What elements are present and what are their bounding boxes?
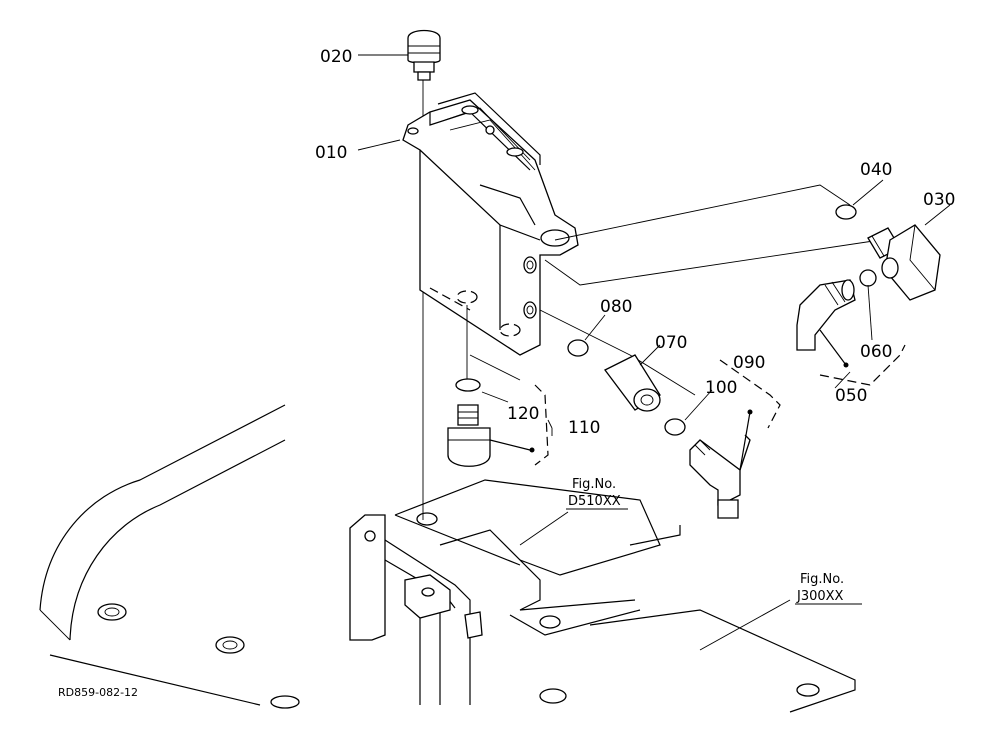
- leader-lines: [357, 54, 951, 651]
- figure-ref-d510: Fig.No. D510XX: [566, 477, 628, 510]
- figure-ref-label: Fig.No.: [572, 477, 616, 492]
- callout-040: 040: [860, 160, 892, 180]
- connection-lines: [466, 184, 881, 396]
- callout-100: 100: [705, 378, 737, 398]
- bracket-posts: [349, 514, 483, 705]
- callout-070: 070: [655, 333, 687, 353]
- callout-090: 090: [733, 353, 765, 373]
- callout-050: 050: [835, 386, 867, 406]
- valve-body: [402, 92, 579, 356]
- callout-030: 030: [923, 190, 955, 210]
- elbow-assembly: [796, 279, 906, 386]
- figure-ref-j300: Fig.No. J300XX: [795, 572, 862, 605]
- figure-ref-code: J300XX: [796, 589, 844, 604]
- elbow-fitting: [689, 359, 781, 519]
- callout-010: 010: [315, 143, 347, 163]
- drawing-code: RD859-082-12: [58, 686, 138, 699]
- callout-labels: 020 010 040 030 080 070 100 090 120 110 …: [315, 47, 955, 438]
- figure-ref-label: Fig.No.: [800, 572, 844, 587]
- callout-020: 020: [320, 47, 352, 67]
- sub-plate: [394, 479, 661, 636]
- plug-part: [447, 378, 549, 467]
- adapter-part: [567, 339, 686, 436]
- knob-part: [407, 29, 441, 81]
- callout-110: 110: [568, 418, 600, 438]
- base-plate: [39, 404, 856, 713]
- callout-080: 080: [600, 297, 632, 317]
- callout-060: 060: [860, 342, 892, 362]
- callout-120: 120: [507, 404, 539, 424]
- block-fitting: [835, 204, 941, 301]
- figure-ref-code: D510XX: [568, 494, 621, 509]
